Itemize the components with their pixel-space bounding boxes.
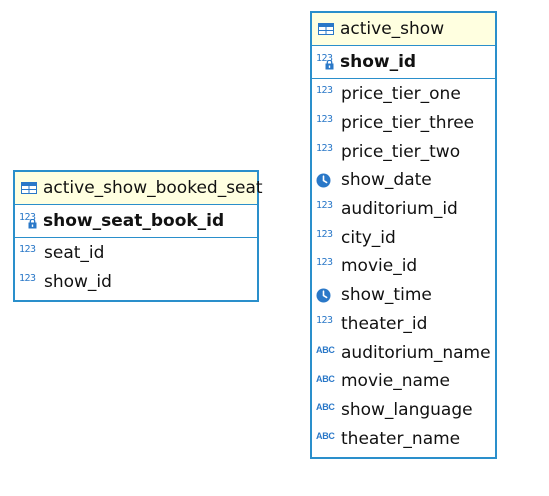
column-row[interactable]: show_time	[312, 281, 495, 310]
number-type-icon: 123	[316, 114, 333, 126]
column-row[interactable]: 123 price_tier_two	[312, 137, 495, 166]
column-label: price_tier_three	[341, 113, 475, 134]
number-type-icon: 123	[316, 314, 333, 326]
column-label: auditorium_name	[341, 342, 491, 363]
text-type-icon: ABC	[316, 373, 335, 384]
column-row[interactable]: 123 movie_id	[312, 252, 495, 281]
text-type-icon: ABC	[316, 345, 335, 356]
column-row[interactable]: 123 theater_id	[312, 310, 495, 339]
primary-key-section: 123 show_id	[312, 46, 495, 79]
entity-title: active_show_booked_seat	[43, 178, 263, 198]
columns-section: 123 seat_id 123 show_id	[15, 238, 257, 300]
clock-icon	[316, 288, 338, 303]
number-type-icon: 123	[316, 257, 333, 269]
entity-active-show-booked-seat[interactable]: active_show_booked_seat 123 show_seat_bo…	[13, 170, 263, 303]
clock-icon	[316, 173, 338, 188]
column-label: price_tier_two	[341, 141, 461, 162]
primary-key-label: show_id	[340, 52, 417, 72]
column-label: city_id	[341, 227, 396, 248]
primary-key-number-icon: 123	[19, 212, 41, 230]
column-row[interactable]: ABC show_language	[312, 396, 495, 425]
number-type-icon: 123	[19, 273, 36, 285]
number-type-icon: 123	[316, 200, 333, 212]
entity-header: active_show_booked_seat	[15, 172, 263, 205]
column-row[interactable]: 123 price_tier_one	[312, 80, 495, 109]
number-type-icon: 123	[19, 244, 36, 256]
column-row[interactable]: ABC theater_name	[312, 424, 495, 453]
column-label: theater_name	[341, 428, 461, 449]
primary-key-section: 123 show_seat_book_id	[15, 205, 257, 238]
table-icon	[318, 23, 334, 35]
column-label: auditorium_id	[341, 199, 458, 220]
entity-header: active_show	[312, 13, 495, 46]
column-label: show_id	[44, 272, 112, 293]
column-label: show_language	[341, 399, 473, 420]
text-type-icon: ABC	[316, 431, 335, 442]
column-row[interactable]: 123 show_id	[15, 268, 257, 297]
number-type-icon: 123	[316, 85, 333, 97]
column-row[interactable]: 123 city_id	[312, 223, 495, 252]
number-type-icon: 123	[316, 142, 333, 154]
column-label: seat_id	[44, 243, 105, 264]
columns-section: 123 price_tier_one 123 price_tier_three 123 p…	[312, 79, 495, 457]
column-row[interactable]: 123 auditorium_id	[312, 195, 495, 224]
number-type-icon: 123	[316, 228, 333, 240]
column-label: movie_id	[341, 256, 418, 277]
column-row[interactable]: ABC movie_name	[312, 367, 495, 396]
entity-title: active_show	[340, 19, 445, 39]
column-row[interactable]: ABC auditorium_name	[312, 338, 495, 367]
table-icon	[21, 182, 37, 194]
column-row[interactable]: 123 price_tier_three	[312, 109, 495, 138]
column-row[interactable]: 123 seat_id	[15, 239, 257, 268]
column-label: theater_id	[341, 313, 428, 334]
column-label: show_time	[341, 285, 432, 306]
column-label: show_date	[341, 170, 432, 191]
column-label: price_tier_one	[341, 84, 461, 105]
column-row[interactable]: show_date	[312, 166, 495, 195]
column-label: movie_name	[341, 371, 450, 392]
text-type-icon: ABC	[316, 402, 335, 413]
primary-key-number-icon: 123	[316, 53, 338, 71]
primary-key-label: show_seat_book_id	[43, 211, 225, 231]
